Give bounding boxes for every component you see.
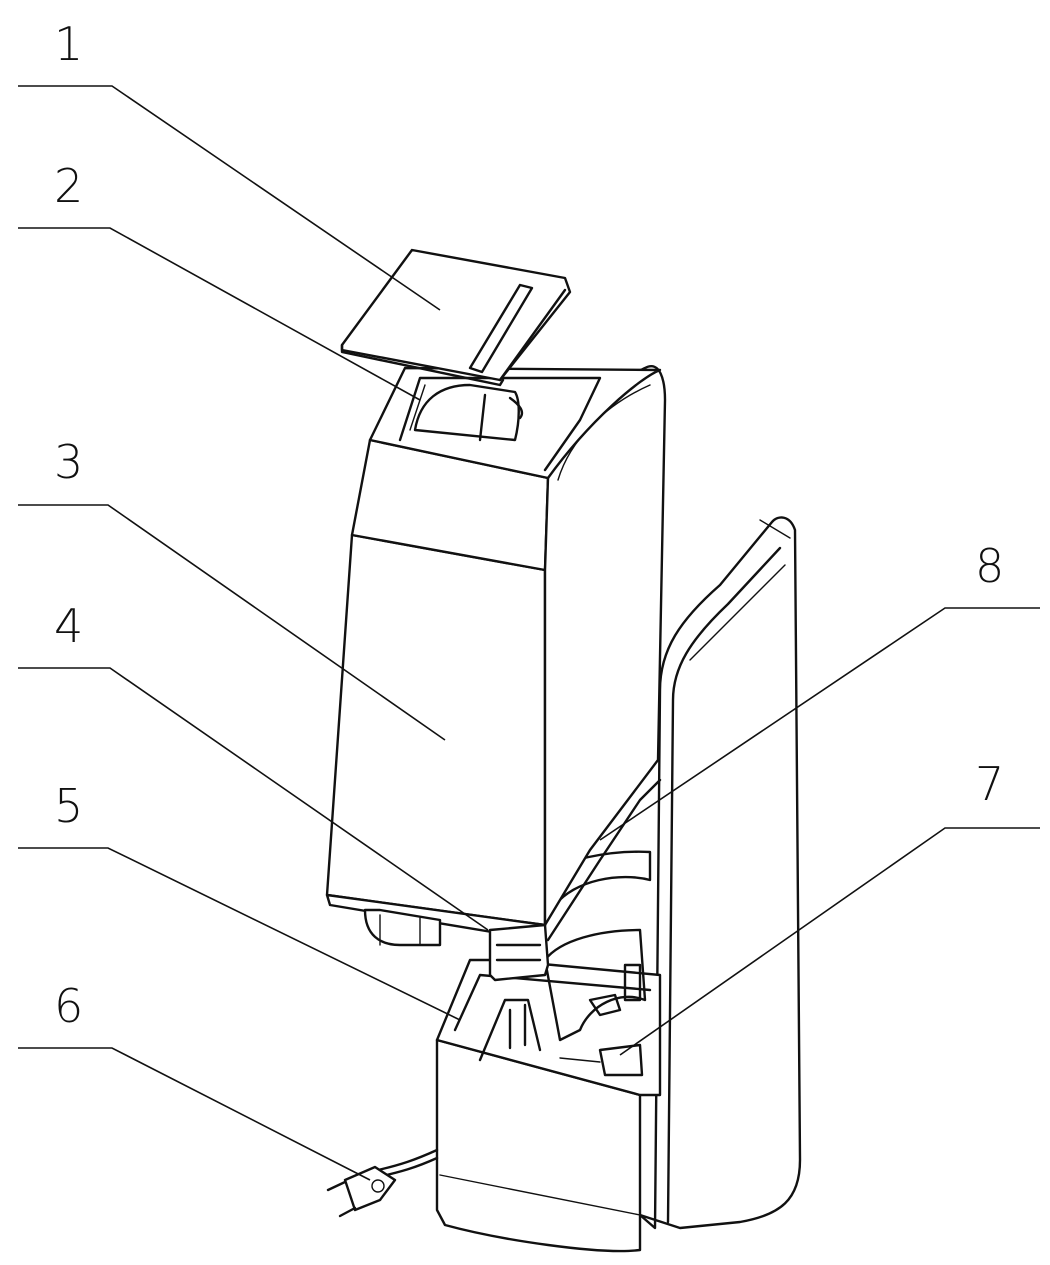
callout-5: 5	[54, 779, 83, 833]
lid	[340, 248, 572, 387]
base-unit	[435, 850, 662, 1253]
callout-6: 6	[54, 979, 83, 1033]
callout-labels: 1 2 3 4 5 6 7 8	[54, 17, 1004, 1033]
callout-4: 4	[54, 599, 83, 653]
callout-8: 8	[975, 539, 1004, 593]
side-panel	[638, 516, 802, 1230]
callout-1: 1	[54, 17, 83, 71]
callout-7: 7	[975, 757, 1004, 811]
water-tank	[325, 365, 667, 982]
callout-2: 2	[54, 159, 83, 213]
power-plug	[326, 1148, 439, 1218]
callout-3: 3	[54, 435, 83, 489]
callout-leaders	[18, 85, 1040, 1181]
